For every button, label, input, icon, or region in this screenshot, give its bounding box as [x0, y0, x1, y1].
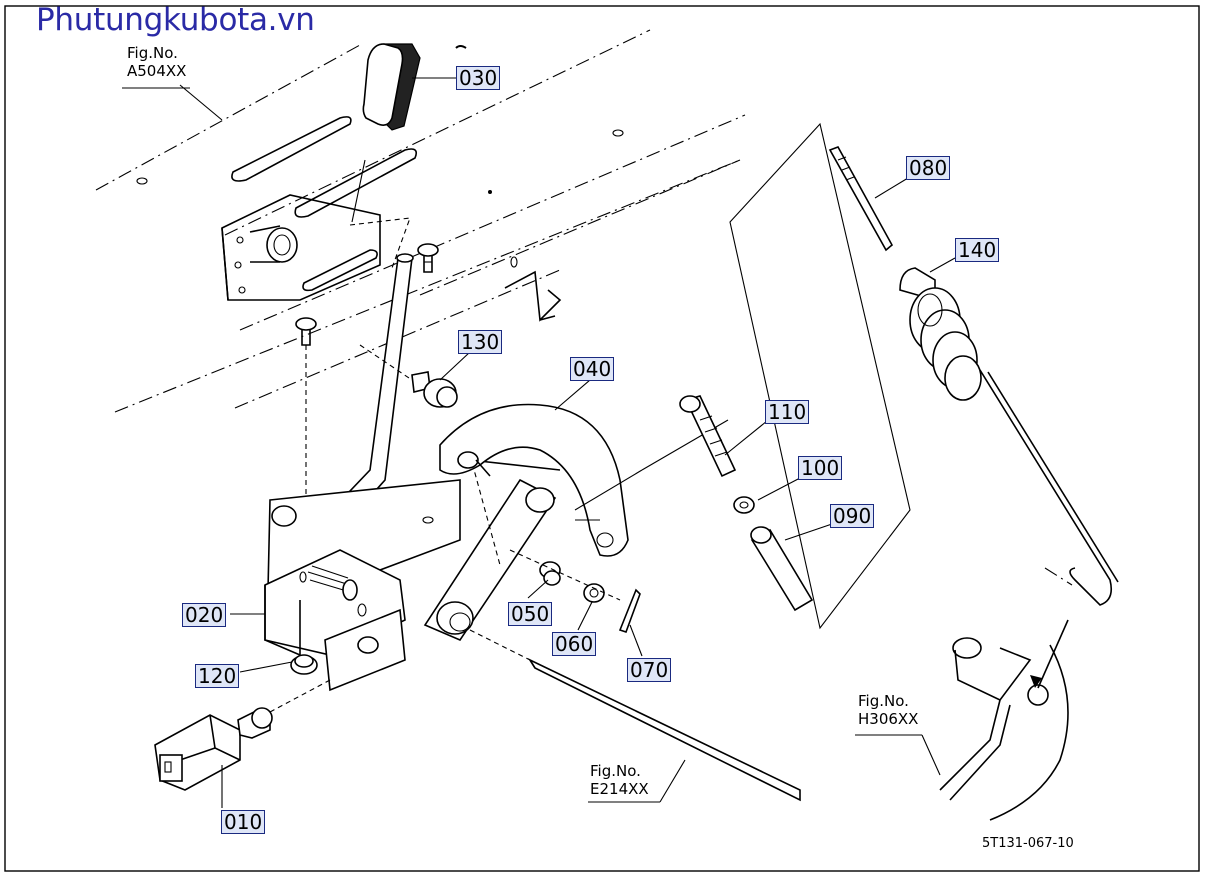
part-label-130[interactable]: 130: [458, 330, 503, 354]
detent-plate: [439, 403, 629, 557]
part-label-080[interactable]: 080: [906, 156, 951, 180]
fig-ref-label: Fig.No.: [127, 44, 178, 62]
turnbuckle-parts: [679, 395, 814, 612]
pedal-arm: [939, 567, 1073, 821]
fig-ref-label: Fig.No.: [590, 762, 641, 780]
brand-watermark: Phutungkubota.vn: [36, 2, 315, 38]
figure-code: 5T131-067-10: [982, 836, 1074, 851]
drawing-frame: [4, 5, 1200, 872]
fig-ref-number: H306XX: [858, 710, 919, 728]
lever-knob: [362, 43, 467, 131]
return-spring: [899, 267, 1119, 606]
part-label-010[interactable]: 010: [221, 810, 266, 834]
mounting-plate: [221, 194, 381, 301]
part-label-110[interactable]: 110: [765, 400, 810, 424]
part-label-030[interactable]: 030: [456, 66, 501, 90]
part-label-060[interactable]: 060: [552, 632, 597, 656]
bolt-lower: [295, 317, 317, 560]
deck-plate: [95, 29, 746, 413]
part-label-070[interactable]: 070: [627, 658, 672, 682]
fig-ref-label: Fig.No.: [858, 692, 909, 710]
adjusting-rod: [828, 146, 894, 252]
part-label-050[interactable]: 050: [508, 602, 553, 626]
fig-ref-a504[interactable]: Fig.No. A504XX: [127, 44, 186, 80]
part-label-120[interactable]: 120: [195, 664, 240, 688]
shift-lever: [328, 159, 414, 527]
part-label-140[interactable]: 140: [955, 238, 1000, 262]
fig-ref-number: E214XX: [590, 780, 649, 798]
fig-ref-number: A504XX: [127, 62, 187, 80]
bolt-upper: [417, 243, 439, 273]
stopper-bolt: [359, 344, 458, 408]
part-label-090[interactable]: 090: [830, 504, 875, 528]
cotter-pin: [618, 588, 641, 634]
part-label-040[interactable]: 040: [570, 357, 615, 381]
linkage-rod: [469, 629, 801, 802]
washer: [583, 583, 605, 603]
main-bracket: [264, 479, 461, 692]
part-label-020[interactable]: 020: [182, 603, 227, 627]
part-label-100[interactable]: 100: [798, 456, 843, 480]
leader-lines: [122, 77, 956, 808]
swing-arm: [423, 454, 561, 641]
fig-ref-h306[interactable]: Fig.No. H306XX: [858, 692, 918, 728]
fig-ref-e214[interactable]: Fig.No. E214XX: [590, 762, 649, 798]
flange-nut: [290, 654, 318, 675]
safety-switch: [154, 679, 331, 791]
